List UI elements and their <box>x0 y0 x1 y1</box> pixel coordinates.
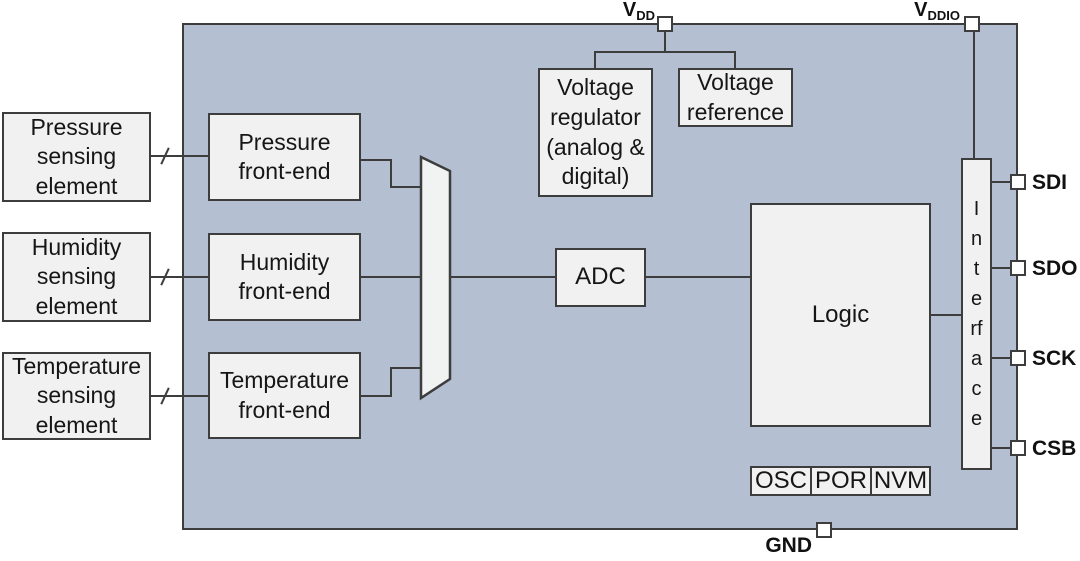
pressure-sensing-element-block: Pressure sensing element <box>2 112 151 202</box>
wire-temperature-step <box>390 368 392 397</box>
vdd-label-sub: DD <box>636 8 655 23</box>
wire-vdd-to-reference <box>734 51 736 69</box>
wire-humidity-to-mux <box>359 276 422 278</box>
nvm-block: NVM <box>870 466 931 496</box>
wire-logic-to-interface <box>929 314 961 316</box>
vdd-pin <box>657 16 673 32</box>
pressure-front-end-block: Pressure front-end <box>208 113 361 201</box>
interface-block: Interface <box>961 158 992 470</box>
mux-shape <box>419 155 452 401</box>
wire-interface-to-sck <box>990 357 1011 359</box>
wire-pressure-input <box>150 155 208 157</box>
gnd-pin <box>816 522 832 538</box>
wire-vdd-to-regulator <box>594 51 596 69</box>
wire-vdd-branch <box>594 51 736 53</box>
interface-label: Interface <box>970 198 983 430</box>
humidity-sensing-element-block: Humidity sensing element <box>2 232 151 322</box>
vddio-label-base: V <box>914 0 928 21</box>
temperature-front-end-block: Temperature front-end <box>208 352 361 439</box>
voltage-reference-block: Voltage reference <box>678 68 793 127</box>
wire-pressure-step <box>390 159 392 188</box>
vddio-label: VDDIO <box>865 0 961 23</box>
wire-vdd-drop <box>664 30 666 53</box>
wire-mux-to-adc <box>449 276 555 278</box>
wire-interface-to-sdi <box>990 181 1011 183</box>
adc-block: ADC <box>555 248 646 307</box>
wire-pressure-to-mux <box>390 186 422 188</box>
wire-temperature-fe-out <box>359 395 392 397</box>
sdo-pin <box>1010 260 1026 276</box>
wire-vddio-to-interface <box>973 30 975 159</box>
osc-block: OSC <box>750 466 812 496</box>
humidity-front-end-block: Humidity front-end <box>208 233 361 321</box>
gnd-label: GND <box>765 534 812 557</box>
vddio-label-sub: DDIO <box>927 8 961 23</box>
wire-temperature-to-mux <box>390 367 422 369</box>
sck-label: SCK <box>1032 347 1077 370</box>
sdi-label: SDI <box>1032 171 1068 194</box>
voltage-regulator-block: Voltage regulator (analog & digital) <box>538 68 653 197</box>
vdd-label-base: V <box>622 0 637 21</box>
wire-humidity-input <box>150 276 208 278</box>
logic-block: Logic <box>750 203 931 427</box>
wire-temperature-input <box>150 395 208 397</box>
csb-pin <box>1010 440 1026 456</box>
wire-interface-to-sdo <box>990 267 1011 269</box>
wire-adc-to-logic <box>645 276 750 278</box>
sck-pin <box>1010 350 1026 366</box>
wire-pressure-fe-out <box>359 159 392 161</box>
vdd-label: VDD <box>580 0 655 23</box>
wire-interface-to-csb <box>990 447 1011 449</box>
vddio-pin <box>964 16 980 32</box>
sdi-pin <box>1010 174 1026 190</box>
csb-label: CSB <box>1032 437 1077 460</box>
temperature-sensing-element-block: Temperature sensing element <box>2 352 151 440</box>
sdo-label: SDO <box>1032 257 1078 280</box>
por-block: POR <box>810 466 872 496</box>
